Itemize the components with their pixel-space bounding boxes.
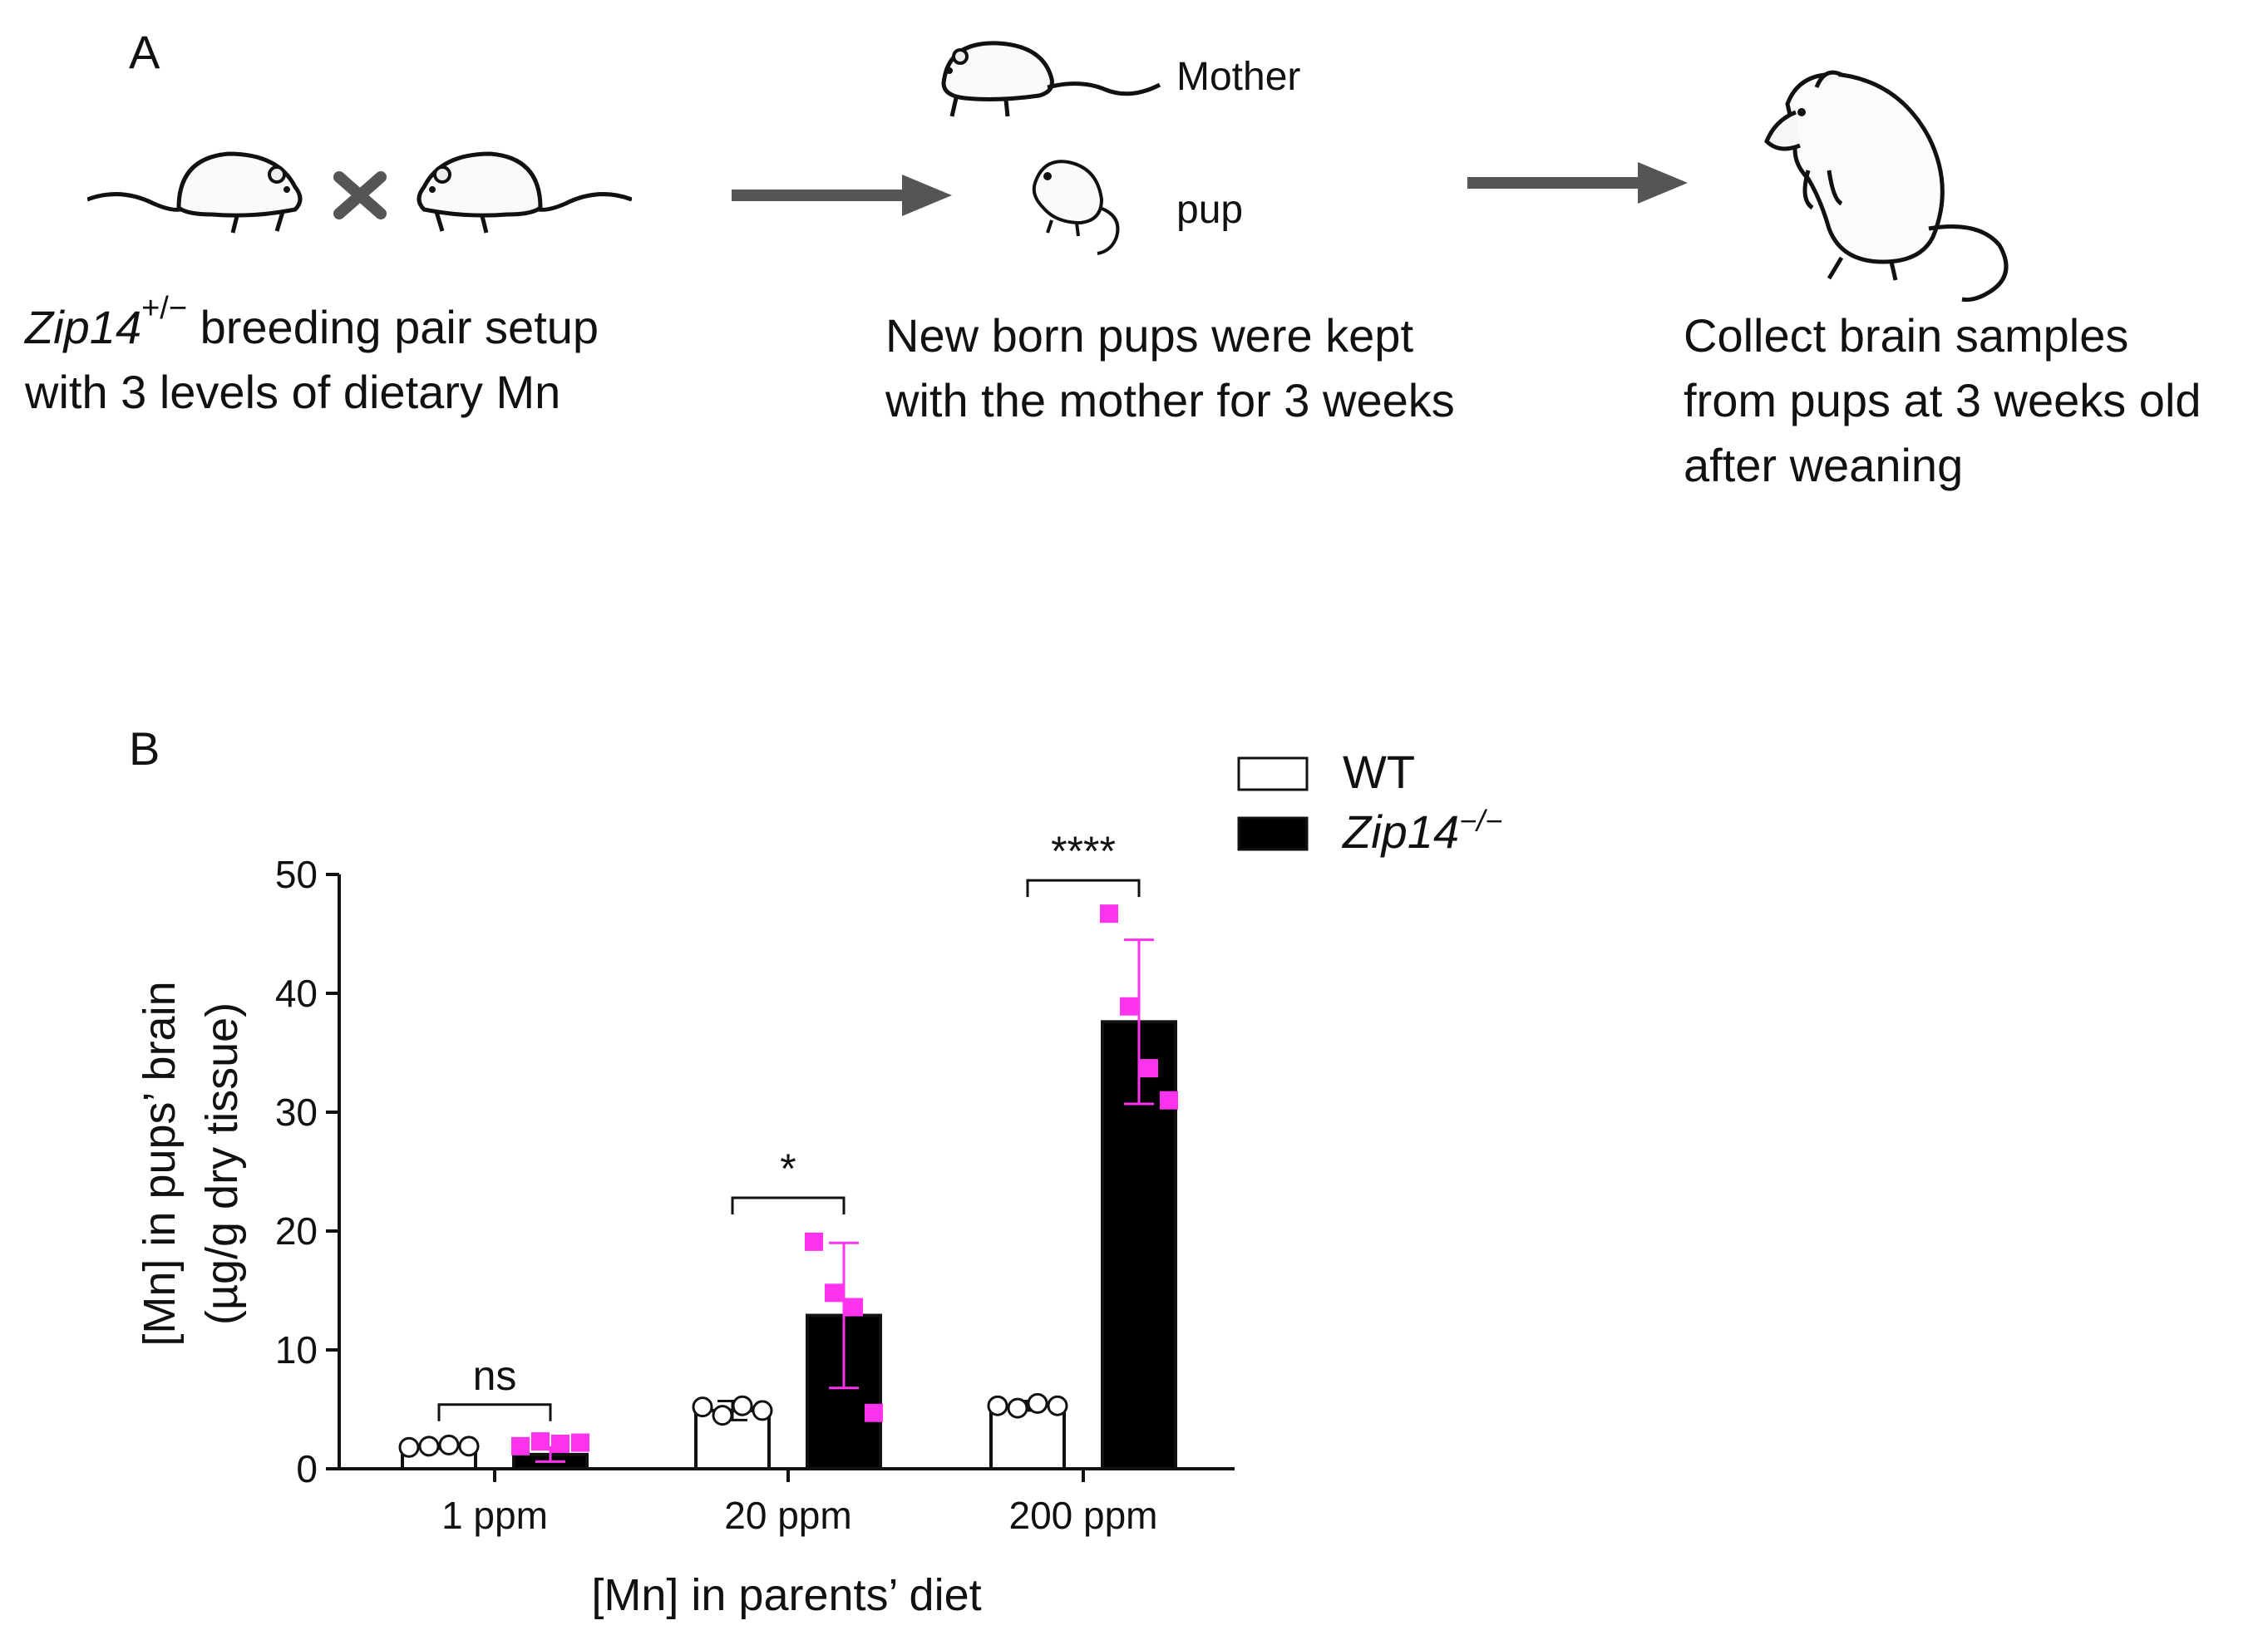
pup-label: pup (1176, 188, 1244, 232)
arrow-icon (1467, 162, 1688, 204)
mouse-icon (87, 151, 303, 234)
data-point (805, 1232, 823, 1251)
significance-bracket (437, 1403, 552, 1421)
y-tick-label: 20 (275, 1209, 318, 1253)
genotype-sup: +/− (141, 291, 188, 327)
bar (989, 1404, 1066, 1470)
data-point (987, 1395, 1008, 1416)
data-point (1100, 904, 1118, 923)
rat-icon (1764, 70, 2009, 302)
mother-label: Mother (1176, 55, 1301, 99)
y-tick-label: 50 (275, 853, 318, 896)
data-point (1120, 997, 1138, 1016)
legend-swatch (1237, 756, 1309, 791)
y-tick-label: 30 (275, 1091, 318, 1134)
panel-a-label: A (129, 26, 160, 78)
data-point (825, 1283, 843, 1303)
step1-line2: with 3 levels of dietary Mn (25, 366, 561, 418)
pup-icon (1032, 160, 1120, 255)
data-point (438, 1434, 460, 1455)
data-point (1047, 1395, 1068, 1416)
step2-line1: New born pups were kept (885, 309, 1414, 362)
step3-caption: Collect brain samples from pups at 3 wee… (1684, 303, 2201, 498)
y-tick-label: 10 (275, 1328, 318, 1372)
step2-caption: New born pups were kept with the mother … (885, 303, 1455, 433)
legend-label: WT (1343, 746, 1415, 798)
gene-name: Zip14 (25, 301, 142, 353)
legend-label: Zip14−/− (1341, 804, 1502, 858)
x-axis-title: [Mn] in parents’ diet (591, 1570, 981, 1620)
data-point (511, 1436, 530, 1455)
data-point (458, 1436, 480, 1457)
data-point (398, 1436, 420, 1458)
step2-line2: with the mother for 3 weeks (885, 374, 1455, 426)
data-point (1027, 1392, 1048, 1414)
data-point (752, 1400, 773, 1421)
data-point (571, 1433, 589, 1452)
cross-icon (333, 171, 387, 219)
data-point (531, 1432, 550, 1451)
step3-line1: Collect brain samples (1684, 309, 2129, 362)
y-axis-title-units: (µg/g dry tissue) (197, 1002, 247, 1325)
panel-b-label: B (129, 722, 160, 775)
significance-label: **** (1051, 828, 1116, 874)
x-tick-label: 200 ppm (1008, 1494, 1157, 1537)
y-axis-title: [Mn] in pups’ brain (135, 981, 185, 1346)
data-point (418, 1436, 440, 1457)
step1-line1: breeding pair setup (187, 301, 599, 353)
step3-line3: after weaning (1684, 439, 1964, 491)
significance-label: ns (473, 1352, 517, 1399)
x-tick-label: 20 ppm (724, 1494, 851, 1537)
data-point (1007, 1397, 1028, 1419)
data-point (712, 1405, 733, 1426)
data-point (865, 1403, 883, 1422)
y-tick-label: 40 (275, 972, 318, 1015)
data-point (1160, 1091, 1178, 1110)
arrow-icon (732, 175, 952, 216)
y-tick-label: 0 (296, 1447, 318, 1490)
data-point (1140, 1059, 1158, 1078)
significance-bracket (1026, 879, 1141, 898)
data-point (845, 1298, 863, 1317)
data-point (551, 1434, 569, 1453)
mouse-icon (941, 41, 1161, 117)
significance-bracket (731, 1196, 846, 1214)
significance-label: * (780, 1145, 796, 1192)
mouse-icon (417, 151, 632, 234)
x-tick-label: 1 ppm (441, 1494, 548, 1537)
data-point (732, 1395, 753, 1416)
step3-line2: from pups at 3 weeks old (1684, 374, 2201, 426)
step1-caption: Zip14+/− breeding pair setup with 3 leve… (25, 293, 599, 425)
legend-swatch (1237, 816, 1309, 851)
data-point (692, 1396, 713, 1418)
